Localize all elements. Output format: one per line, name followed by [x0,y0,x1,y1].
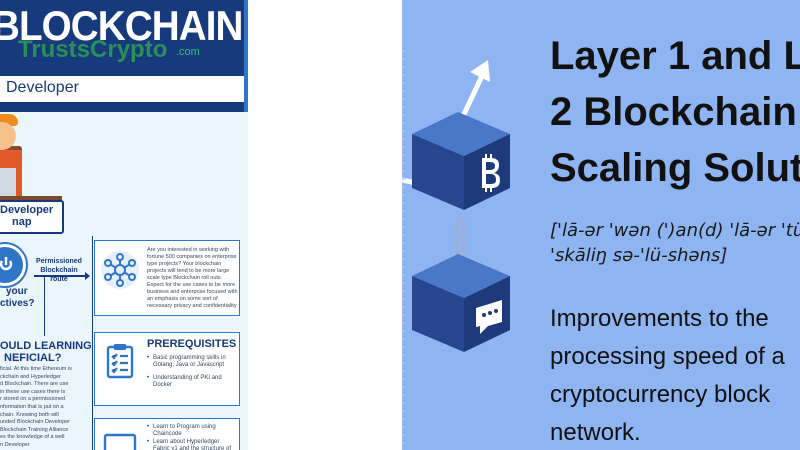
enterprise-card: Are you interested in working with fortu… [94,240,240,316]
developer-head [0,122,16,150]
body-line: chain. Knowing both will [0,411,59,418]
definition: Improvements to the processing speed of … [550,300,800,450]
question-line1: your [6,286,28,297]
definition-line: Improvements to the [550,305,769,332]
connector-line-vertical [92,236,93,450]
roadmap-label-line2: nap [12,216,32,228]
body-line: es the knowledge of a well [0,434,65,441]
question-circle-icon [0,244,26,286]
title-line: 2 Blockchain [550,90,797,134]
definition-line: cryptocurrency block [550,381,771,408]
roadmap-label: Developer nap [0,204,62,228]
body-line: ckchain and Hyperledger [0,373,61,380]
explainer-title: Layer 1 and L 2 Blockchain Scaling Solut [550,28,800,196]
title-line: Layer 1 and L [550,34,800,78]
enterprise-card-text: Are you interested in working with fortu… [147,247,238,309]
watermark-logo: TrustsCrypto [18,36,167,64]
permissioned-route-label: Permissioned Blockchain route [36,258,82,283]
question-line2: ctives? [0,298,35,309]
body-line: Blockchain Training Alliance [0,426,69,433]
definition-line: network. [550,419,641,446]
body-line: ficial. At this time Ethereum is [0,366,72,372]
pronunciation-line: 'skāliŋ sə-'lü-shəns] [550,245,728,266]
should-title-line2: NEFICIAL? [4,352,62,364]
infographic-subtitle: Developer [6,79,79,96]
blockchain-graphic [402,50,510,450]
roadmap-label-line1: Developer [0,204,54,216]
objectives-question: your ctives? [0,286,34,310]
prerequisites-card: PREREQUISITES Basic programming skills i… [94,332,240,406]
definition-line: processing speed of a [550,343,785,370]
network-nodes-icon [101,251,139,289]
code-icon [103,433,137,450]
prerequisite-item: Basic programming skills in Golang, Java… [147,355,237,369]
body-line: in these use cases there is [0,388,66,395]
body-line: d Blockchain. There are use [0,381,69,388]
infographic-title: BLOCKCHAIN [0,2,243,49]
connector-line [44,276,45,336]
watermark-text: TrustsCrypto [18,36,168,63]
learning-item: Learn about Hyperledger Fabric v1 and th… [147,439,237,450]
watermark-domain: .com [176,46,200,58]
body-line: nformation that is put on a [0,403,64,410]
blockchain-roadmap-infographic: BLOCKCHAIN TrustsCrypto .com Developer D… [0,0,248,450]
prerequisites-title: PREREQUISITES [147,338,237,350]
title-line: Scaling Solut [550,146,800,190]
learning-steps-card: Learn to Program using Chaincode Learn a… [94,418,240,450]
pronunciation: ['lā-ər 'wən (')an(d) 'lā-ər 'tü 'b 'skā… [550,218,800,268]
laptop-icon [0,168,16,196]
bitcoin-block-icon [412,112,510,210]
body-line: r stored on a permissioned [0,396,66,403]
prerequisite-item: Understanding of PKI and Docker [147,375,237,389]
route-arrow [34,272,90,280]
body-line: n Developer [0,441,30,448]
learning-item: Learn to Program using Chaincode [147,424,237,438]
should-title-line1: OULD LEARNING [0,340,92,352]
should-learning-body: ficial. At this time Ethereum is ckchain… [0,366,88,450]
pronunciation-line: ['lā-ər 'wən (')an(d) 'lā-ər 'tü 'b [550,220,800,241]
checklist-icon [106,344,134,379]
subtitle-bar [0,76,244,102]
chat-block-icon [412,254,510,352]
layer-scaling-explainer: Layer 1 and L 2 Blockchain Scaling Solut… [402,0,800,450]
body-line: unded Blockchain Developer [0,419,71,426]
should-learning-title: OULD LEARNING NEFICIAL? [0,340,92,364]
roadmap-card [0,200,64,234]
